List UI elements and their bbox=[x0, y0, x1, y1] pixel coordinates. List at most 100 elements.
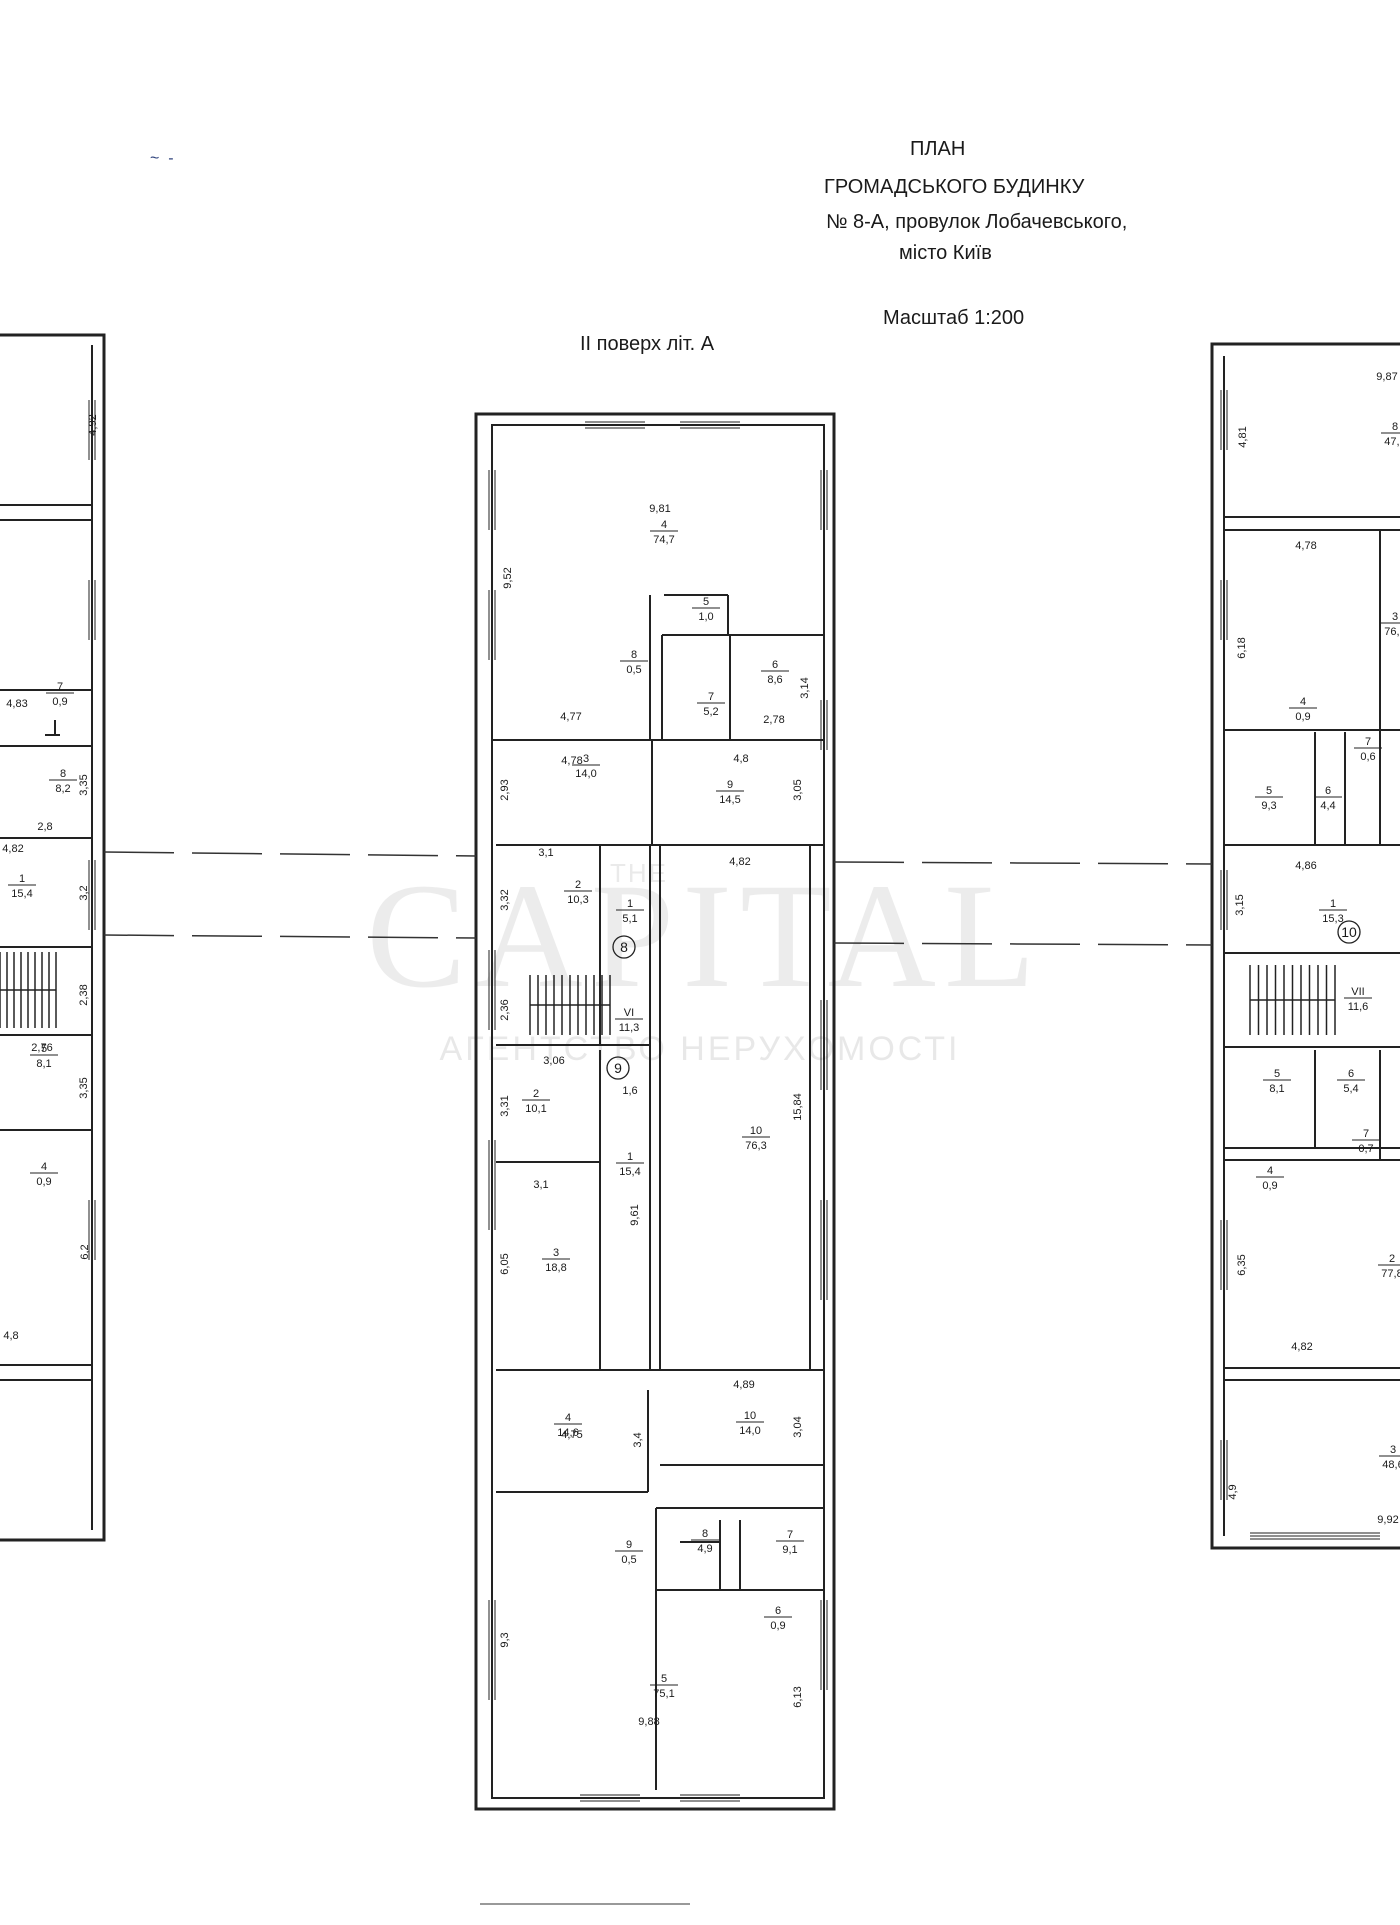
section-line-lower-left bbox=[103, 934, 477, 939]
window bbox=[1320, 1532, 1380, 1540]
window bbox=[88, 400, 96, 460]
center-room-15-number: 4 bbox=[565, 1412, 571, 1424]
right-room-8-area: 11,6 bbox=[1348, 1001, 1369, 1013]
window bbox=[680, 1794, 740, 1802]
center-dimension: 4,8 bbox=[733, 753, 748, 765]
right-room-12-number: 4 bbox=[1267, 1165, 1273, 1177]
right-dimension: 3,15 bbox=[1234, 894, 1246, 915]
left-room-3-area: 15,4 bbox=[11, 888, 32, 900]
left-room-5-area: 0,9 bbox=[36, 1176, 51, 1188]
right-dimension: 6,35 bbox=[1236, 1254, 1248, 1275]
left-room-3-number: 1 bbox=[19, 873, 25, 885]
center-dimension: 2,78 bbox=[763, 714, 784, 726]
windows bbox=[88, 390, 1380, 1802]
center-dimension: 3,05 bbox=[792, 779, 804, 800]
left-dimension: 3,35 bbox=[78, 774, 90, 795]
left-dimension: 3,2 bbox=[78, 885, 90, 900]
center-dimension: 1,6 bbox=[622, 1085, 637, 1097]
window bbox=[585, 421, 645, 429]
center-dimension: 15,84 bbox=[792, 1093, 804, 1121]
center-dimension: 9,81 bbox=[649, 503, 670, 515]
right-room-1-area: 47,5 bbox=[1384, 436, 1400, 448]
center-room-18-area: 9,1 bbox=[782, 1544, 797, 1556]
center-outer-wall bbox=[474, 412, 836, 1811]
left-dimension: 4,82 bbox=[2, 843, 23, 855]
center-room-6-number: 3 bbox=[583, 753, 589, 765]
right-room-5-area: 9,3 bbox=[1261, 800, 1276, 812]
center-room-19-number: 9 bbox=[626, 1539, 632, 1551]
right-room-9-area: 8,1 bbox=[1269, 1083, 1284, 1095]
stair bbox=[0, 952, 57, 1028]
center-room-1-area: 74,7 bbox=[653, 534, 674, 546]
marker-10-circle bbox=[1337, 920, 1361, 944]
center-dimension: 3,31 bbox=[499, 1095, 511, 1116]
right-dimension: 9,92 bbox=[1377, 1514, 1398, 1526]
right-dimension: 4,82 bbox=[1291, 1341, 1312, 1353]
center-room-7-number: 9 bbox=[727, 779, 733, 791]
window bbox=[820, 1000, 828, 1090]
center-room-16-number: 10 bbox=[744, 1410, 756, 1422]
center-room-10-number: VI bbox=[624, 1007, 634, 1019]
center-dimension: 9,88 bbox=[638, 1716, 659, 1728]
center-dimension: 4,75 bbox=[561, 1429, 582, 1441]
left-dimension: 2,76 bbox=[31, 1042, 52, 1054]
center-room-15-area: 14,6 bbox=[557, 1427, 578, 1439]
marker-9: 9 bbox=[614, 1060, 622, 1076]
left-room-2-number: 8 bbox=[60, 768, 66, 780]
center-room-9-area: 5,1 bbox=[622, 913, 637, 925]
watermark-brand: CAPITAL bbox=[366, 853, 1044, 1019]
right-room-6-area: 4,4 bbox=[1320, 800, 1335, 812]
window bbox=[88, 580, 96, 640]
window bbox=[820, 700, 828, 750]
center-dimension: 9,3 bbox=[499, 1632, 511, 1647]
marker-8-circle bbox=[612, 935, 636, 959]
right-outer-wall bbox=[1210, 342, 1400, 1550]
watermark-tagline: АГЕНТСТВО НЕРУХОМОСТІ bbox=[439, 1030, 961, 1068]
window bbox=[488, 1600, 496, 1700]
marker-8: 8 bbox=[620, 939, 628, 955]
right-room-3-area: 0,9 bbox=[1295, 711, 1310, 723]
right-room-6-number: 6 bbox=[1325, 785, 1331, 797]
left-dimension: 6,2 bbox=[79, 1244, 91, 1259]
section-line-upper-left bbox=[103, 851, 477, 857]
left-dimension: 2,38 bbox=[78, 984, 90, 1005]
right-dimension: 4,9 bbox=[1227, 1484, 1239, 1499]
center-room-11-area: 76,3 bbox=[745, 1140, 766, 1152]
center-dimension: 9,61 bbox=[629, 1204, 641, 1225]
window bbox=[1220, 580, 1228, 640]
center-dimension: 4,82 bbox=[729, 856, 750, 868]
left-room-1-area: 0,9 bbox=[52, 696, 67, 708]
window bbox=[488, 590, 496, 660]
center-room-5-area: 5,2 bbox=[703, 706, 718, 718]
center-room-13-area: 15,4 bbox=[619, 1166, 640, 1178]
left-outer-wall bbox=[0, 333, 106, 1542]
right-room-3-number: 4 bbox=[1300, 696, 1306, 708]
stray-mark: ~ - bbox=[150, 150, 174, 167]
center-room-5-number: 7 bbox=[708, 691, 714, 703]
section-dashed-lines bbox=[103, 851, 1213, 1905]
center-room-2-area: 1,0 bbox=[698, 611, 713, 623]
right-room-1-number: 8 bbox=[1392, 421, 1398, 433]
window bbox=[820, 470, 828, 530]
center-room-13-number: 1 bbox=[627, 1151, 633, 1163]
right-room-5-number: 5 bbox=[1266, 785, 1272, 797]
center-room-9-number: 1 bbox=[627, 898, 633, 910]
right-room-11-number: 7 bbox=[1363, 1128, 1369, 1140]
right-room-8-number: VII bbox=[1351, 986, 1364, 998]
window bbox=[680, 421, 740, 429]
center-room-17-number: 8 bbox=[702, 1528, 708, 1540]
right-dimension: 4,81 bbox=[1237, 426, 1249, 447]
right-room-10-area: 5,4 bbox=[1343, 1083, 1358, 1095]
plan-city: місто Київ bbox=[899, 242, 992, 264]
center-dimension: 3,1 bbox=[538, 847, 553, 859]
right-room-13-area: 77,8 bbox=[1381, 1268, 1400, 1280]
window bbox=[820, 1600, 828, 1690]
right-dimension: 4,78 bbox=[1295, 540, 1316, 552]
staircases bbox=[0, 952, 1336, 1035]
center-room-16-area: 14,0 bbox=[739, 1425, 760, 1437]
center-dimension: 3,14 bbox=[799, 677, 811, 698]
floor-label: II поверх літ. А bbox=[580, 333, 715, 355]
center-dimension: 4,77 bbox=[560, 711, 581, 723]
center-dimension: 2,93 bbox=[499, 779, 511, 800]
center-room-12-area: 10,1 bbox=[525, 1103, 546, 1115]
